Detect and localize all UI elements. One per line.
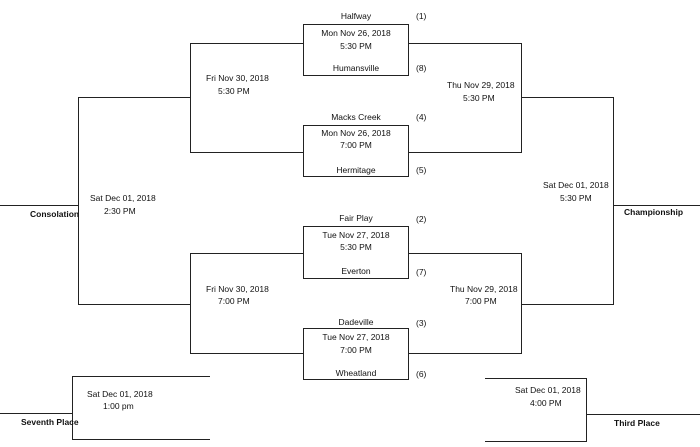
semi-top-date: Thu Nov 29, 2018 <box>447 80 515 90</box>
game1-box-top <box>303 24 409 25</box>
game3-team-top: Fair Play <box>339 213 373 223</box>
game2-date: Mon Nov 26, 2018 <box>321 128 391 138</box>
game4-team-bottom: Wheatland <box>335 368 377 378</box>
game1-seed-top: (1) <box>416 11 427 21</box>
consolation-line-b <box>78 304 191 305</box>
game2-box-left <box>303 125 304 177</box>
semi-bottom-line-b <box>409 353 522 354</box>
championship-vertical <box>613 97 614 305</box>
cons-semi-bottom-line-a <box>190 253 303 254</box>
game1-seed-bottom: (8) <box>416 63 427 73</box>
third-time: 4:00 PM <box>530 398 562 408</box>
semi-top-line-b <box>409 152 522 153</box>
game3-seed-top: (2) <box>416 214 427 224</box>
game1-box-bottom <box>303 75 409 76</box>
game2-box-right <box>408 125 409 177</box>
game1-date: Mon Nov 26, 2018 <box>321 28 391 38</box>
game4-box-bottom <box>303 379 409 380</box>
cons-semi-top-line-a <box>190 43 303 44</box>
semi-top-line-a <box>409 43 522 44</box>
seventh-date: Sat Dec 01, 2018 <box>87 389 153 399</box>
cons-semi-top-date: Fri Nov 30, 2018 <box>206 73 269 83</box>
seventh-vertical <box>72 376 73 440</box>
consolation-vertical <box>78 97 79 305</box>
game2-seed-bottom: (5) <box>416 165 427 175</box>
semi-top-time: 5:30 PM <box>463 93 495 103</box>
championship-line-a <box>521 97 614 98</box>
third-line-a <box>485 378 587 379</box>
third-winner-line <box>586 414 700 415</box>
cons-semi-bottom-date: Fri Nov 30, 2018 <box>206 284 269 294</box>
game1-box-right <box>408 24 409 76</box>
cons-semi-top-line-b <box>190 152 303 153</box>
championship-winner-line <box>613 205 700 206</box>
third-vertical <box>586 378 587 442</box>
seventh-place-label: Seventh Place <box>21 417 79 427</box>
game4-seed-top: (3) <box>416 318 427 328</box>
cons-semi-bottom-line-b <box>190 353 303 354</box>
game1-team-bottom: Humansville <box>332 63 380 73</box>
game3-box-bottom <box>303 278 409 279</box>
seventh-line-a <box>72 376 210 377</box>
championship-label: Championship <box>624 207 684 217</box>
seventh-winner-line <box>0 413 73 414</box>
game2-box-bottom <box>303 176 409 177</box>
cons-semi-bottom-time: 7:00 PM <box>218 296 250 306</box>
game4-team-top: Dadeville <box>338 317 374 327</box>
game4-date: Tue Nov 27, 2018 <box>322 332 390 342</box>
championship-date: Sat Dec 01, 2018 <box>543 180 609 190</box>
game3-team-bottom: Everton <box>341 266 371 276</box>
game3-box-right <box>408 226 409 279</box>
game3-time: 5:30 PM <box>340 242 372 252</box>
cons-semi-bottom-vertical <box>190 253 191 354</box>
cons-semi-top-time: 5:30 PM <box>218 86 250 96</box>
third-place-label: Third Place <box>614 418 660 428</box>
semi-bottom-time: 7:00 PM <box>465 296 497 306</box>
championship-time: 5:30 PM <box>560 193 592 203</box>
game2-box-top <box>303 125 409 126</box>
consolation-line-a <box>78 97 191 98</box>
game2-time: 7:00 PM <box>340 140 372 150</box>
seventh-time: 1:00 pm <box>103 401 134 411</box>
game3-box-left <box>303 226 304 279</box>
cons-semi-top-vertical <box>190 43 191 153</box>
semi-bottom-date: Thu Nov 29, 2018 <box>450 284 518 294</box>
game3-seed-bottom: (7) <box>416 267 427 277</box>
game4-box-top <box>303 328 409 329</box>
consolation-time: 2:30 PM <box>104 206 136 216</box>
consolation-date: Sat Dec 01, 2018 <box>90 193 156 203</box>
consolation-winner-line <box>0 205 79 206</box>
game4-time: 7:00 PM <box>340 345 372 355</box>
game4-seed-bottom: (6) <box>416 369 427 379</box>
game4-box-right <box>408 328 409 380</box>
seventh-line-b <box>72 439 210 440</box>
third-line-b <box>485 441 587 442</box>
semi-top-vertical <box>521 43 522 153</box>
game1-box-left <box>303 24 304 76</box>
game3-date: Tue Nov 27, 2018 <box>322 230 390 240</box>
semi-bottom-line-a <box>409 253 522 254</box>
game2-seed-top: (4) <box>416 112 427 122</box>
game2-team-top: Macks Creek <box>331 112 381 122</box>
third-date: Sat Dec 01, 2018 <box>515 385 581 395</box>
semi-bottom-vertical <box>521 253 522 354</box>
game1-team-top: Halfway <box>340 11 372 21</box>
game3-box-top <box>303 226 409 227</box>
consolation-label: Consolation <box>30 209 80 219</box>
game4-box-left <box>303 328 304 380</box>
game2-team-bottom: Hermitage <box>336 165 376 175</box>
game1-time: 5:30 PM <box>340 41 372 51</box>
championship-line-b <box>521 304 614 305</box>
